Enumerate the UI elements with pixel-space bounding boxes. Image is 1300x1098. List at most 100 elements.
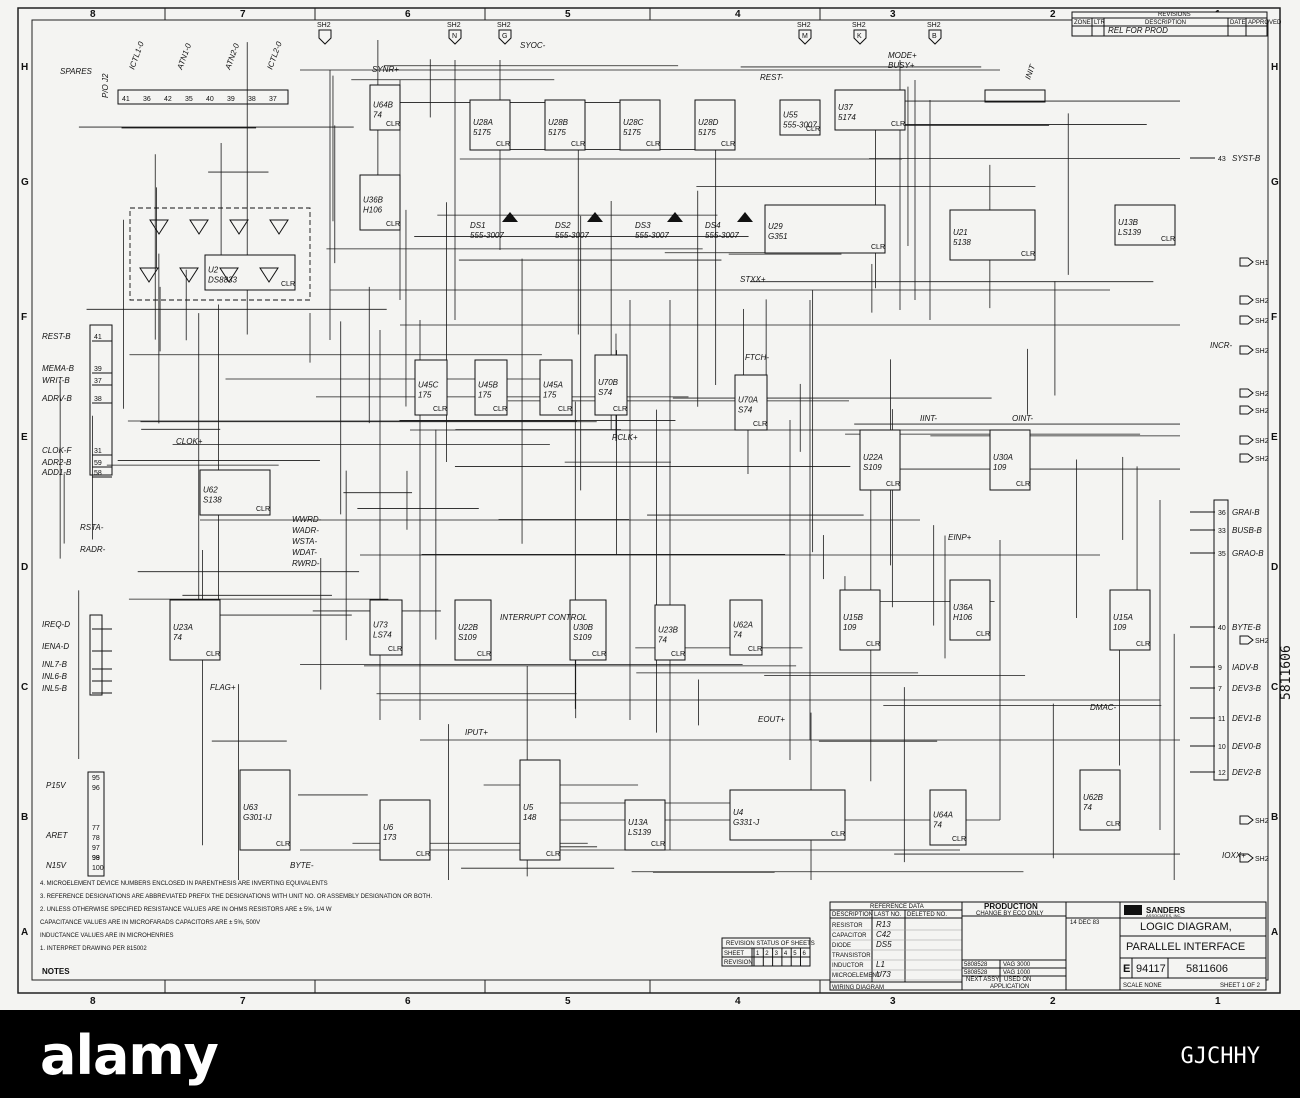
title-block: SANDERS ASSOCIATES, INC. 14 DEC 83 LOGIC… bbox=[1065, 901, 1267, 991]
chip-body bbox=[619, 99, 661, 151]
connector-p12-pin: 36 bbox=[143, 96, 151, 103]
left-signal-name: IREQ-D bbox=[42, 620, 70, 629]
signal-init: INIT bbox=[1023, 62, 1037, 80]
signal-label: EINP+ bbox=[948, 533, 972, 542]
note-1: 1. INTERPRET DRAWING PER 815002 bbox=[40, 946, 147, 952]
offpage-arrow-icon bbox=[1239, 853, 1254, 863]
title-line-1: LOGIC DIAGRAM, bbox=[1140, 921, 1232, 933]
title-dwg-no: 5811606 bbox=[1186, 963, 1228, 975]
offpage-arrow-icon bbox=[1239, 453, 1254, 463]
sheet-ref-label: SH2 bbox=[447, 22, 461, 29]
receiver-gate-icon bbox=[259, 267, 279, 283]
chip-part: 74 bbox=[933, 821, 942, 830]
production-subtitle: CHANGE BY ECO ONLY bbox=[976, 911, 1043, 917]
chip-body bbox=[204, 254, 296, 291]
signal-ictl2: ICTL2-0 bbox=[265, 40, 284, 71]
connector-p12-body bbox=[117, 89, 289, 105]
chip-ref: U13A bbox=[628, 818, 648, 827]
right-signal-pin: 11 bbox=[1218, 716, 1225, 723]
chip-part: 555-3007 bbox=[783, 121, 817, 130]
frame-top-col-8: 8 bbox=[90, 9, 96, 20]
signal-label: BUSY+ bbox=[888, 61, 915, 70]
reference-col-desc: DESCRIPTION bbox=[832, 912, 873, 918]
u2-receiver-box bbox=[129, 207, 311, 301]
reference-row-last: DS5 bbox=[876, 940, 892, 949]
sheet-ref-label: SH2 bbox=[1255, 856, 1269, 863]
offpage-arrow-icon bbox=[1239, 635, 1254, 645]
chip-body bbox=[569, 599, 607, 661]
notes-block: 4. MICROELEMENT DEVICE NUMBERS ENCLOSED … bbox=[40, 881, 433, 976]
driver-gate-icon bbox=[149, 219, 169, 235]
right-signal-pin: 33 bbox=[1218, 528, 1226, 535]
revision-status-title: REVISION STATUS OF SHEETS bbox=[726, 941, 815, 947]
chip-body bbox=[1114, 204, 1176, 246]
note-2b: CAPACITANCE VALUES ARE IN MICROFARADS CA… bbox=[40, 920, 260, 926]
left-signal-pin: 59 bbox=[94, 460, 102, 467]
power-signal-name: P15V bbox=[46, 781, 66, 790]
left-signal-name: CLOK-F bbox=[42, 446, 72, 455]
chip-part: 175 bbox=[543, 391, 557, 400]
reference-row-desc: DIODE bbox=[832, 943, 851, 949]
chip-part: LS74 bbox=[373, 631, 392, 640]
left-signal-pin: 38 bbox=[94, 396, 102, 403]
chip-part: G301-IJ bbox=[243, 813, 272, 822]
frame-left-row-D: D bbox=[21, 562, 28, 573]
chip-clr-pin: CLR bbox=[558, 406, 572, 413]
power-signal-name: N15V bbox=[46, 861, 67, 870]
left-signal-pin: 58 bbox=[94, 470, 102, 477]
chip-clr-pin: CLR bbox=[891, 121, 905, 128]
left-signal-name: MEMA-B bbox=[42, 364, 75, 373]
chip-ref: U15B bbox=[843, 613, 864, 622]
chip-ref: U36B bbox=[363, 196, 384, 205]
chip-part: 74 bbox=[173, 633, 182, 642]
chip-body bbox=[989, 429, 1031, 491]
led-diode-icon bbox=[667, 212, 683, 222]
production-footer-used: USED ON bbox=[1004, 977, 1031, 983]
chip-ref: U28D bbox=[698, 118, 719, 127]
signal-label: BYTE- bbox=[290, 861, 314, 870]
driver-gate-icon bbox=[269, 219, 289, 235]
chip-body bbox=[624, 799, 666, 851]
signal-label: FLAG+ bbox=[210, 683, 236, 692]
right-signal-name: GRAI-B bbox=[1232, 508, 1260, 517]
frame-left-row-C: C bbox=[21, 682, 28, 693]
signal-label: INCR- bbox=[1210, 341, 1233, 350]
chip-clr-pin: CLR bbox=[1106, 821, 1120, 828]
signal-label: IPUT+ bbox=[465, 728, 488, 737]
production-next-assy-1: 5808528 bbox=[964, 962, 988, 968]
frame-left-row-G: G bbox=[21, 177, 29, 188]
sheet-ref-label: SH2 bbox=[852, 22, 866, 29]
chip-clr-pin: CLR bbox=[806, 126, 820, 133]
power-signal-pin: 97 bbox=[92, 845, 100, 852]
connector-p12-pin: 39 bbox=[227, 96, 235, 103]
chip-ref: U4 bbox=[733, 808, 744, 817]
chip-body bbox=[764, 204, 886, 254]
chip-part: 74 bbox=[733, 631, 742, 640]
chip-clr-pin: CLR bbox=[281, 281, 295, 288]
chip-clr-pin: CLR bbox=[651, 841, 665, 848]
chip-part: LS139 bbox=[1118, 228, 1142, 237]
chip-ref: U29 bbox=[768, 222, 783, 231]
chip-body bbox=[839, 589, 881, 651]
stock-photo-banner: alamy GJCHHY bbox=[0, 1010, 1300, 1098]
sheet-ref-letter: B bbox=[932, 33, 937, 40]
